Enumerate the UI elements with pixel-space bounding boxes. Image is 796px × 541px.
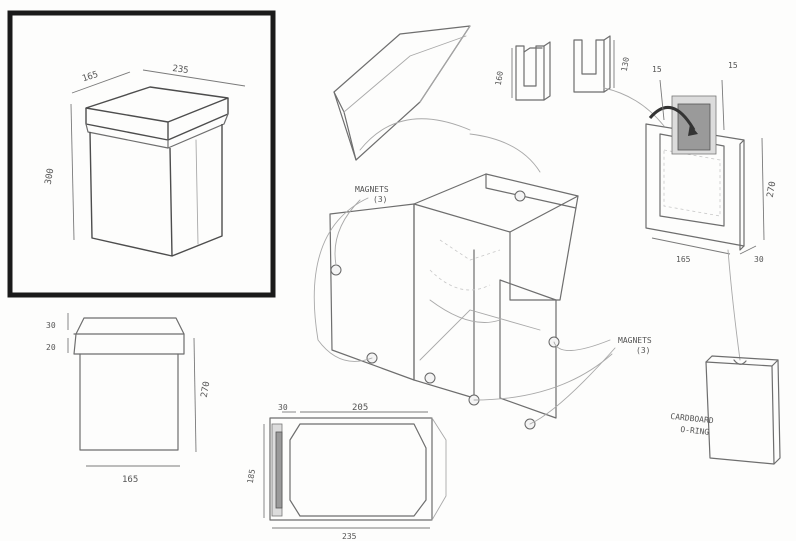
dim-main-width: 235 bbox=[172, 64, 189, 76]
label-magnets-upper-count: (3) bbox=[373, 195, 387, 204]
dim-side-height: 270 bbox=[200, 381, 213, 399]
card-holder bbox=[645, 79, 765, 361]
label-magnets-lower: MAGNETS bbox=[618, 336, 652, 345]
dim-top-bottom: 235 bbox=[342, 532, 357, 541]
magnet-top bbox=[514, 190, 526, 202]
dim-slot-right: 130 bbox=[620, 56, 631, 72]
label-oring: O-RING bbox=[680, 425, 710, 437]
slot-pieces bbox=[511, 35, 665, 127]
open-box-exploded bbox=[313, 133, 616, 430]
dim-side-lip: 20 bbox=[46, 343, 56, 352]
box-isometric bbox=[85, 86, 229, 257]
dim-line-width bbox=[142, 69, 246, 87]
dim-main-depth: 165 bbox=[81, 70, 100, 85]
dim-holder-depth: 30 bbox=[754, 255, 764, 264]
label-magnets-upper: MAGNETS bbox=[355, 185, 389, 194]
dim-line-height bbox=[70, 103, 75, 241]
dim-top-edge: 30 bbox=[278, 403, 288, 412]
highlight-frame bbox=[7, 10, 276, 298]
dim-top-height: 185 bbox=[246, 468, 257, 484]
dim-main-height: 300 bbox=[44, 168, 57, 186]
dim-side-lid: 30 bbox=[46, 321, 56, 330]
dim-holder-width: 165 bbox=[676, 255, 691, 264]
lid-detail bbox=[333, 25, 471, 161]
cardboard-sleeve bbox=[705, 355, 781, 465]
side-view bbox=[67, 313, 197, 467]
dim-holder-height: 270 bbox=[766, 181, 779, 199]
dim-holder-top-left: 15 bbox=[652, 65, 662, 74]
dim-slot-left: 160 bbox=[494, 70, 505, 86]
magnet-bottom-mid bbox=[424, 372, 436, 384]
dim-line-depth bbox=[71, 71, 131, 94]
top-view bbox=[263, 411, 447, 529]
label-cardboard: CARDBOARD bbox=[670, 412, 714, 426]
label-magnets-lower-count: (3) bbox=[636, 346, 650, 355]
dim-top-width: 205 bbox=[352, 403, 368, 413]
magnet-left bbox=[330, 264, 342, 276]
dim-holder-top-right: 15 bbox=[728, 61, 738, 70]
dim-side-width: 165 bbox=[122, 475, 138, 485]
